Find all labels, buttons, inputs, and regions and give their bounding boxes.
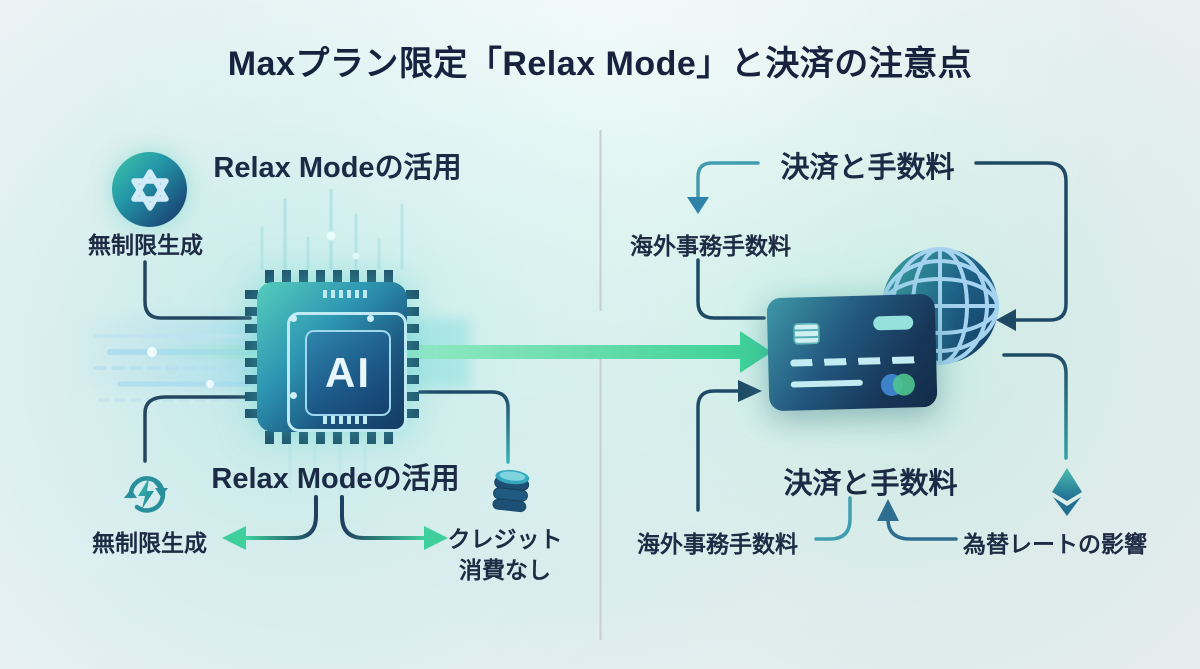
connector-globe-to-ethereum [1002,353,1068,460]
sync-bolt-icon [118,465,174,521]
card-chip [793,322,820,345]
page-title: Maxプラン限定「Relax Mode」と決済の注意点 [227,45,973,83]
card-name-line [790,379,863,388]
openai-icon [112,152,187,227]
card-network-circle-green [892,373,916,396]
arrowhead-down-fee-top [687,197,709,214]
card-number-dashes [790,356,919,367]
label-no-credit-line2: 消費なし [459,557,551,583]
arrowhead-up-into-heading [877,499,899,521]
label-no-credit-line1: クレジット [447,526,563,552]
label-fee-bottom: 海外事務手数料 [637,531,798,557]
label-fee-top: 海外事務手数料 [630,233,791,259]
connector-fee-bottom-to-card [696,389,740,512]
chip-pins-right [406,290,419,424]
chip-comb-top [323,290,369,298]
chip-core: AI [305,330,391,416]
ethereum-icon [1045,466,1089,516]
connector-chip-to-coins-icon [418,390,510,464]
chip-comb-bottom [323,416,369,424]
chip-ai-label: AI [325,349,371,396]
branch-fee-bottom-to-heading [814,496,852,541]
credit-card [766,293,938,412]
right-heading-top: 決済と手数料 [780,152,955,184]
chip-pins-left [245,290,258,424]
connector-fee-top-to-card [696,258,766,320]
right-heading-bottom: 決済と手数料 [783,468,958,500]
branch-payment-heading-right-to-globe [974,161,1068,322]
chip-pins-top [265,270,399,283]
chip-pins-bottom [265,431,399,444]
arrowhead-right-no-credit [424,526,448,550]
circuit-traces-top [260,188,404,270]
connector-chip-to-sync-icon [143,395,252,463]
main-flow-arrow [440,331,772,373]
arrowhead-left-unlimited [222,526,246,550]
branch-heading-to-unlimited-arrow [244,495,318,540]
left-heading-bottom: Relax Modeの活用 [211,463,460,495]
chip-body: AI [257,282,407,432]
branch-exchange-to-heading [886,517,958,541]
arrowhead-right-into-card [738,380,762,402]
coins-icon [487,464,535,516]
branch-payment-heading-left [696,161,760,199]
label-no-credit: クレジット 消費なし [438,524,572,586]
label-exchange-rate: 為替レートの影響 [963,531,1147,557]
chip-inner-frame [287,312,407,432]
label-unlimited-top: 無制限生成 [88,232,203,258]
left-heading-top: Relax Modeの活用 [213,152,462,184]
branch-heading-to-no-credit-arrow [340,495,426,540]
card-hologram-pill [873,315,914,331]
ai-chip: AI [243,268,421,446]
label-unlimited-bottom: 無制限生成 [92,530,207,556]
connector-unlimited-top-to-chip [143,260,252,320]
arrowhead-left-into-globe [996,309,1016,331]
